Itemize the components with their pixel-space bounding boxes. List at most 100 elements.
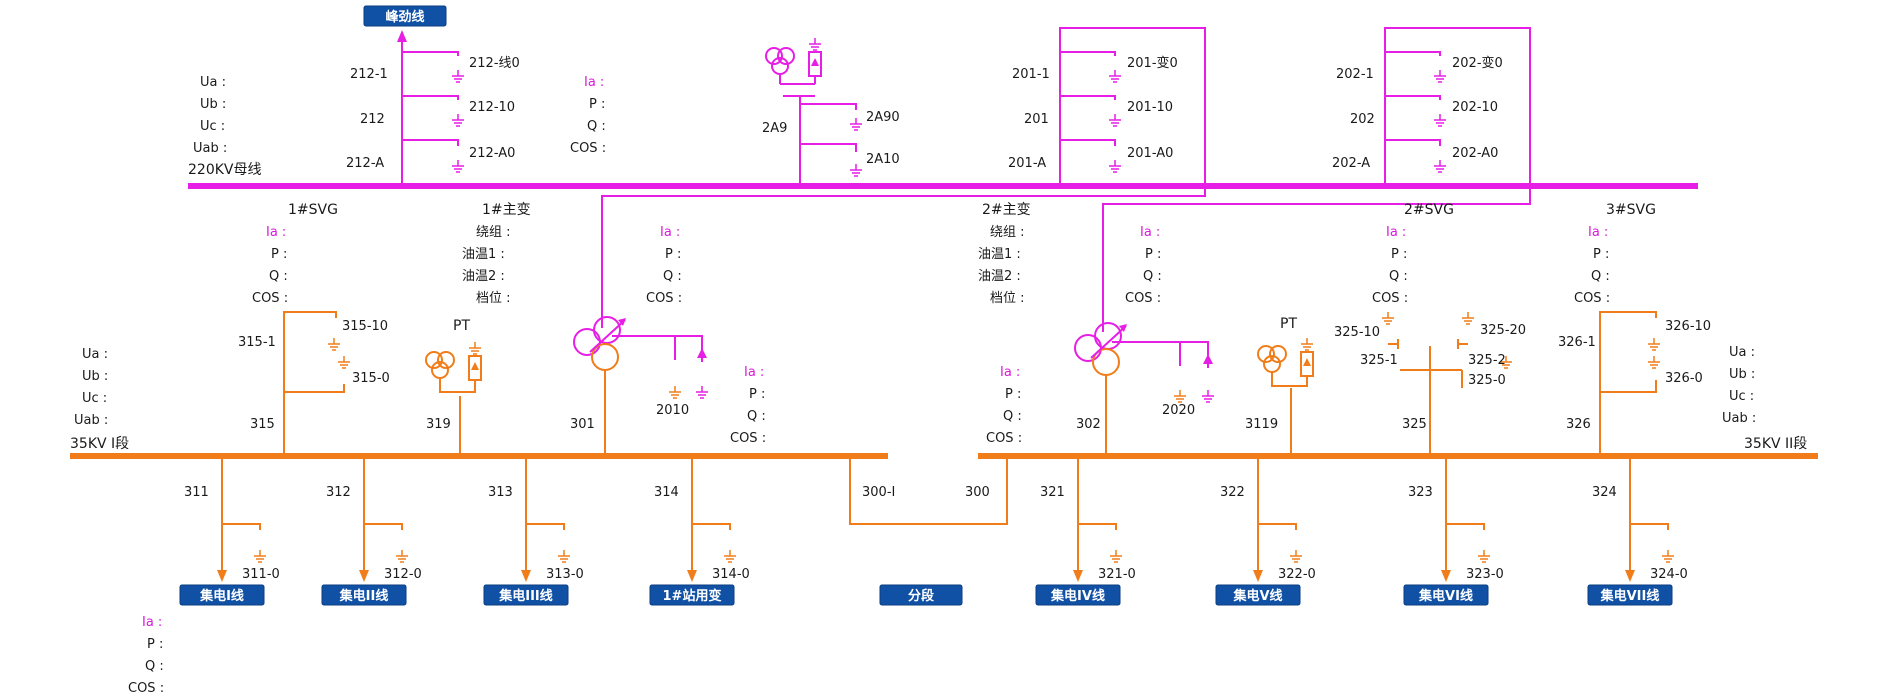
- main1-winding-label: 绕组 :: [476, 225, 511, 240]
- bay-325-svg2: [1381, 311, 1513, 456]
- ground-icon: [723, 549, 737, 563]
- bus220-ub-label: Ub :: [200, 97, 226, 112]
- bay-2a9-pt: [765, 37, 863, 183]
- earth-switch: [1446, 523, 1485, 530]
- feeder-button-bg: [649, 584, 735, 606]
- sec-cos-label: COS :: [730, 431, 766, 446]
- sec2-p-label: P :: [1005, 387, 1021, 402]
- earth-switch: [1078, 523, 1117, 530]
- bay-326-svg3: [1599, 311, 1661, 456]
- bay-325-label: 325: [1402, 417, 1427, 432]
- sec-p-label: P :: [749, 387, 765, 402]
- feeder-button[interactable]: 集电V线: [1215, 584, 1301, 606]
- main2-ia-label: Ia :: [1140, 225, 1160, 240]
- line212-q-label: Q :: [587, 119, 606, 134]
- switch-212-label: 212: [360, 112, 385, 127]
- feeder-arrow: [1253, 570, 1263, 582]
- feeder-earth-label: 321-0: [1098, 567, 1136, 582]
- feeder-button-label: 集电II线: [339, 588, 389, 604]
- feeder-button-fengjin[interactable]: 峰劲线: [363, 5, 447, 27]
- bus35-1-uc-label: Uc :: [82, 391, 107, 406]
- feeder-button[interactable]: 集电IV线: [1035, 584, 1121, 606]
- feeder-button[interactable]: 集电VII线: [1587, 584, 1673, 606]
- bus35-1-ub-label: Ub :: [82, 369, 108, 384]
- sec-ia-label: Ia :: [744, 365, 764, 380]
- bus-35kv-2-label: 35KV II段: [1744, 436, 1807, 452]
- sec-q-label: Q :: [747, 409, 766, 424]
- svg1-q-label: Q :: [269, 269, 288, 284]
- feeder-button[interactable]: 集电I线: [179, 584, 265, 606]
- earth-201-10-label: 201-10: [1127, 100, 1173, 115]
- feeder-button[interactable]: 集电II线: [321, 584, 407, 606]
- feeder-button-label: 集电I线: [199, 588, 244, 604]
- svg3-q-label: Q :: [1591, 269, 1610, 284]
- earth-switch: [1630, 523, 1669, 530]
- switch-300-label: 300: [965, 485, 990, 500]
- earth-2a10-label: 2A10: [866, 152, 900, 167]
- bay-319-pt: [425, 341, 482, 456]
- bus35-2-ua-label: Ua :: [1729, 345, 1755, 360]
- main2-gear-label: 档位 :: [990, 291, 1025, 306]
- sec2-ia-label: Ia :: [1000, 365, 1020, 380]
- earth-switch: [692, 523, 731, 530]
- bay-201: [601, 27, 1206, 328]
- feeder-arrow: [1073, 570, 1083, 582]
- earth-326-10-label: 326-10: [1665, 319, 1711, 334]
- switch-212-a-label: 212-A: [346, 156, 384, 171]
- feeder-arrow: [1625, 570, 1635, 582]
- earth-212-10-label: 212-10: [469, 100, 515, 115]
- switch-2a9-label: 2A9: [762, 121, 787, 136]
- earth-switch: [526, 523, 565, 530]
- bus-220kv-label: 220KV母线: [188, 162, 261, 178]
- svg1-ia-label: Ia :: [266, 225, 286, 240]
- feeder-bay-label: 311: [184, 485, 209, 500]
- ground-icon: [557, 549, 571, 563]
- bottom-p-label: P :: [147, 637, 163, 652]
- feeder-bay-label: 322: [1220, 485, 1245, 500]
- feeder-button[interactable]: 集电III线: [483, 584, 569, 606]
- feeder-bay-label: 321: [1040, 485, 1065, 500]
- feeder-button[interactable]: 1#站用变: [649, 584, 735, 606]
- feeder-button-bg: [1587, 584, 1673, 606]
- feeder-button-label: 集电VII线: [1600, 588, 1660, 604]
- main2-cos-label: COS :: [1125, 291, 1161, 306]
- feeder-button-label: 集电V线: [1232, 588, 1282, 604]
- earth-212-a0-label: 212-A0: [469, 146, 515, 161]
- bay-302-label: 302: [1076, 417, 1101, 432]
- main2-oil1-label: 油温1 :: [978, 247, 1021, 262]
- earth-325-20-label: 325-20: [1480, 323, 1526, 338]
- bay-300-section: [849, 456, 1008, 525]
- bay-319-label: 319: [426, 417, 451, 432]
- bottom-ia-label: Ia :: [142, 615, 162, 630]
- section-button[interactable]: 分段: [879, 584, 963, 606]
- main1-oil1-label: 油温1 :: [462, 247, 505, 262]
- bay-315-svg1: [283, 311, 351, 456]
- line212-cos-label: COS :: [570, 141, 606, 156]
- main2-oil2-label: 油温2 :: [978, 269, 1021, 284]
- ground-icon: [1477, 549, 1491, 563]
- bottom-q-label: Q :: [145, 659, 164, 674]
- feeder-button-bg: [179, 584, 265, 606]
- feeder-arrow: [521, 570, 531, 582]
- feeder-arrow: [359, 570, 369, 582]
- section-button-label: 分段: [908, 588, 934, 604]
- feeder-button-fengjin-label: 峰劲线: [385, 9, 424, 25]
- earth-212-line0-label: 212-线0: [469, 56, 520, 71]
- svg3-p-label: P :: [1593, 247, 1609, 262]
- switch-201-label: 201: [1024, 112, 1049, 127]
- earth-switch: [364, 523, 403, 530]
- feeder-earth-label: 314-0: [712, 567, 750, 582]
- switch-201-1-label: 201-1: [1012, 67, 1050, 82]
- main1-oil2-label: 油温2 :: [462, 269, 505, 284]
- earth-switch: [1258, 523, 1297, 530]
- svg3-cos-label: COS :: [1574, 291, 1610, 306]
- line212-ia-label: Ia :: [584, 75, 604, 90]
- bus-35kv-1-label: 35KV I段: [70, 436, 129, 452]
- feeder-button-label: 集电VI线: [1418, 588, 1473, 604]
- feeder-button[interactable]: 集电VI线: [1403, 584, 1489, 606]
- main1-gear-label: 档位 :: [476, 291, 511, 306]
- feeder-earth-label: 312-0: [384, 567, 422, 582]
